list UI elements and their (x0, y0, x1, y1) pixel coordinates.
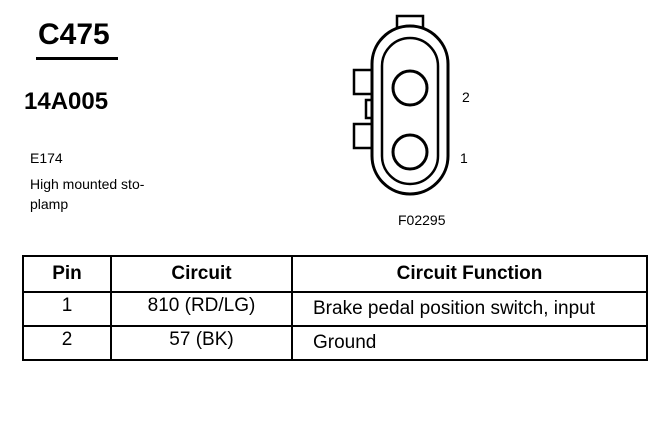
pin-label-1: 1 (460, 150, 468, 166)
connector-housing-inner (380, 36, 440, 186)
connector-housing-outer (370, 24, 450, 196)
part-number: 14A005 (24, 88, 109, 115)
cell-circuit: 810 (RD/LG) (110, 291, 293, 327)
cell-circuit: 57 (BK) (110, 325, 293, 361)
component-description: High mounted sto-plamp (30, 176, 145, 212)
cell-pin: 1 (22, 291, 112, 327)
connector-face-diagram (352, 14, 450, 196)
table-row: 2 57 (BK) Ground (22, 325, 648, 361)
connector-id: C475 (38, 18, 110, 51)
header-circuit-function: Circuit Function (291, 255, 648, 293)
figure-code: F02295 (398, 212, 446, 228)
pin-1-terminal (391, 133, 429, 171)
component-id: E174 (30, 150, 63, 166)
connector-key-lower (352, 122, 372, 150)
connector-key-upper (352, 68, 372, 96)
cell-pin: 2 (22, 325, 112, 361)
header-pin: Pin (22, 255, 112, 293)
table-header-row: Pin Circuit Circuit Function (22, 255, 648, 293)
connector-id-underline (36, 57, 118, 60)
pin-2-terminal (391, 69, 429, 107)
header-circuit: Circuit (110, 255, 293, 293)
table-row: 1 810 (RD/LG) Brake pedal position switc… (22, 291, 648, 327)
pin-label-2: 2 (462, 89, 470, 105)
cell-circuit-function: Brake pedal position switch, input (291, 291, 648, 327)
pin-circuit-table: Pin Circuit Circuit Function 1 810 (RD/L… (22, 255, 648, 361)
connector-key-middle (364, 98, 372, 120)
cell-circuit-function: Ground (291, 325, 648, 361)
